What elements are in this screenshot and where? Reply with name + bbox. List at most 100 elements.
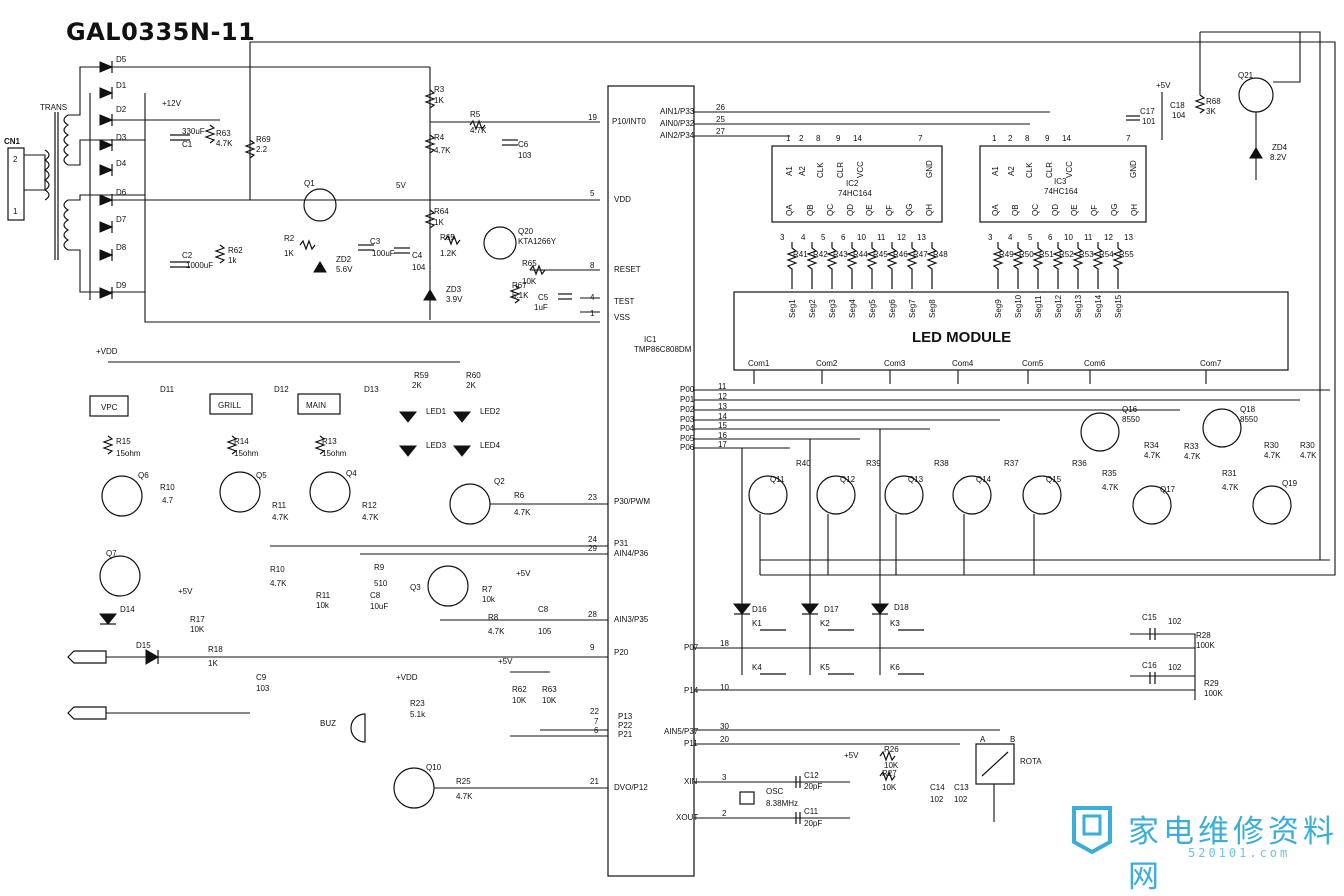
ic1-body [607,85,695,877]
segment-label: Seg7 [908,299,917,318]
r8-value: 4.7K [488,627,505,636]
com-label: Com3 [884,359,906,368]
svg-text:2: 2 [799,134,804,143]
svg-text:A: A [980,735,986,744]
svg-text:R34: R34 [1144,441,1159,450]
ic2-pin-qb: QB [806,204,815,216]
r17-value: 10K [190,625,205,634]
key-k5[interactable]: K5 [820,663,854,675]
svg-text:Q14: Q14 [976,475,992,484]
ic2-pin-a2: A2 [798,166,807,176]
segment-label: Seg11 [1034,295,1043,318]
power-input-section: CN1 2 1 TRANS [4,66,145,293]
osc-value: 8.38MHz [766,799,798,808]
key-k4[interactable]: K4 [752,663,786,675]
q15 [1022,475,1062,515]
com-label: Com5 [1022,359,1044,368]
segment-label: Seg8 [928,299,937,318]
svg-text:R3: R3 [434,85,445,94]
segment-resistor [786,242,798,289]
segment-label: Seg4 [848,299,857,318]
ic3-pin-vcc: VCC [1065,161,1074,178]
q10 [393,767,435,809]
svg-text:D13: D13 [364,385,379,394]
r27-value: 10K [882,783,897,792]
key-matrix: D16 D17 D18 K1 K2 K3 K4 K5 K6 C15 102 R2… [732,429,1223,700]
diode-d6: D6 [99,188,127,206]
segment-label: Seg5 [868,299,877,318]
cn1-label: CN1 [4,137,21,146]
r4-value: 4.7K [434,146,451,155]
svg-text:OSC: OSC [766,787,784,796]
ic1-pin-name-p03: P03 [680,415,695,424]
ic1-pin-num-13: 13 [718,402,727,411]
relay-vpc-label: VPC [101,403,118,412]
key-k2[interactable]: K2 [820,619,854,631]
svg-text:Q1: Q1 [304,179,315,188]
svg-text:C5: C5 [538,293,549,302]
ic1-pin-num-27: 27 [716,127,725,136]
diode-d16: D16 [732,603,767,615]
com-label: Com7 [1200,359,1222,368]
diagram-title: GAL0335N-11 [66,18,256,46]
r25-value: 4.7K [456,792,473,801]
svg-text:13: 13 [1124,233,1133,242]
key-k1[interactable]: K1 [752,619,786,631]
q18 [1202,408,1242,448]
r5-value: 4.7K [470,126,487,135]
rectifier-diodes: D5 D1 D2 D3 D4 D6 D7 D8 D9 [89,55,600,323]
r18-value: 1K [208,659,218,668]
segment-resistor [1112,242,1124,289]
segment-resistor [1052,242,1064,289]
svg-text:D9: D9 [116,281,127,290]
svg-text:D2: D2 [116,105,127,114]
svg-text:Q12: Q12 [840,475,856,484]
svg-text:4: 4 [801,233,806,242]
c5-value: 1uF [534,303,548,312]
c1-value: 330uF [182,127,205,136]
segment-resistor [992,242,1004,289]
svg-text:12: 12 [897,233,906,242]
svg-text:R69: R69 [256,135,271,144]
svg-text:R30: R30 [1264,441,1279,450]
svg-text:C13: C13 [954,783,969,792]
r14-value: 15ohm [234,449,259,458]
ic3-pin-qb: QB [1011,204,1020,216]
svg-text:C1: C1 [182,140,193,149]
segment-resistor-label: R42 [813,250,828,259]
ic2-pin-clr: CLR [836,162,845,178]
svg-text:R13: R13 [322,437,337,446]
svg-text:C8: C8 [538,605,549,614]
q13 [884,475,924,515]
svg-text:Q16: Q16 [1122,405,1138,414]
ic1-pin-num-29: 29 [588,544,597,553]
c9-value: 103 [256,684,270,693]
key-k3[interactable]: K3 [890,619,924,631]
cn1-pin-1: 1 [13,207,18,216]
svg-text:Q7: Q7 [106,549,117,558]
watermark-logo-icon [1072,806,1112,855]
svg-text:R65: R65 [522,259,537,268]
ic1-pin-num-11: 11 [718,382,727,391]
svg-text:R9: R9 [374,563,385,572]
svg-text:R7: R7 [482,585,493,594]
segment-resistor-label: R47 [913,250,928,259]
relay-grill [209,393,253,415]
ic2-pin-vcc: VCC [856,161,865,178]
svg-text:10: 10 [857,233,866,242]
r65b-value: 10K [522,277,537,286]
key-k6[interactable]: K6 [890,663,924,675]
ic1-pin-num-14: 14 [718,412,727,421]
svg-text:Q2: Q2 [494,477,505,486]
buzzer-label: BUZ [320,719,336,728]
svg-text:5: 5 [821,233,826,242]
segment-resistor-label: R49 [999,250,1014,259]
rota-label: ROTA [1020,757,1042,766]
segment-resistor [826,242,838,289]
ic1-pin-num-12: 12 [718,392,727,401]
svg-text:R10: R10 [270,565,285,574]
ic1-pin-num-24: 24 [588,535,597,544]
svg-text:R10: R10 [160,483,175,492]
